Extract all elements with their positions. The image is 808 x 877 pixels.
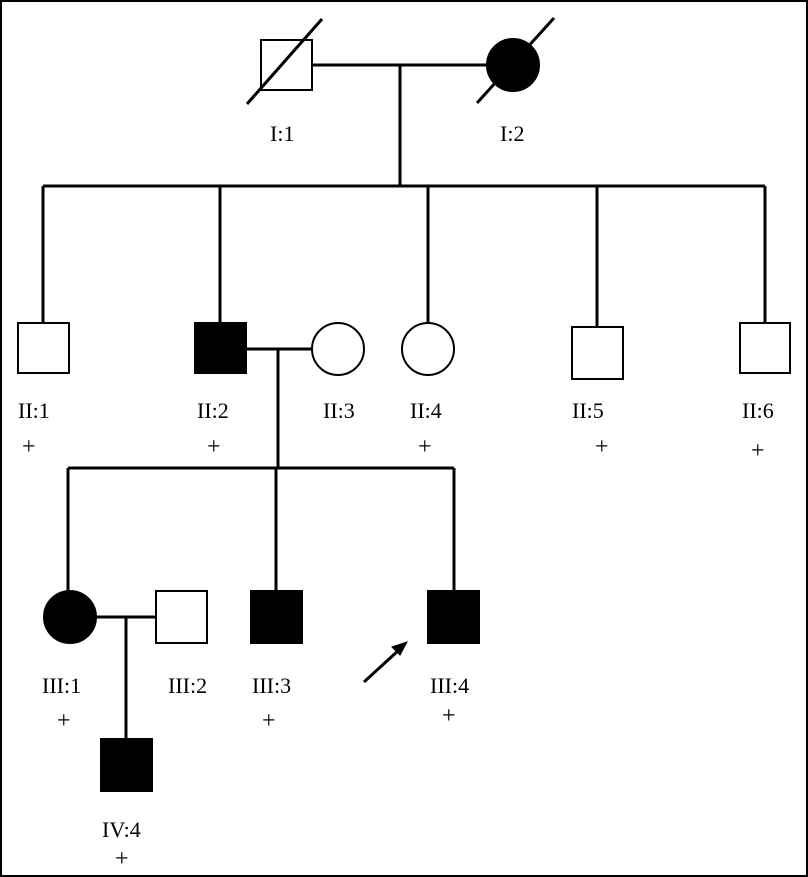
affected-male-symbol bbox=[194, 322, 247, 374]
deceased-slash bbox=[245, 18, 324, 105]
unaffected-male-symbol bbox=[739, 322, 791, 374]
genotype-marker: + bbox=[751, 438, 765, 464]
unaffected-female-symbol bbox=[401, 322, 455, 376]
genotype-marker: + bbox=[207, 434, 221, 460]
genotype-marker: + bbox=[418, 434, 432, 460]
individual-ii2: II:2 + bbox=[194, 322, 247, 460]
individual-label: I:2 bbox=[500, 121, 524, 146]
individual-label: I:1 bbox=[270, 121, 294, 146]
unaffected-male-symbol bbox=[155, 590, 208, 644]
individual-label: IV:4 bbox=[102, 817, 141, 842]
individual-i1: I:1 bbox=[245, 18, 324, 146]
genotype-marker: + bbox=[442, 703, 456, 729]
individual-label: III:3 bbox=[252, 673, 291, 698]
individual-iv4: IV:4 + bbox=[100, 738, 153, 872]
proband-arrow-icon bbox=[362, 641, 409, 684]
individual-label: III:1 bbox=[42, 673, 81, 698]
individual-label: II:2 bbox=[197, 398, 229, 423]
affected-female-symbol bbox=[43, 590, 97, 644]
individual-label: II:6 bbox=[742, 398, 774, 423]
individual-i2: I:2 bbox=[475, 16, 556, 146]
individual-label: II:5 bbox=[572, 398, 604, 423]
affected-male-symbol bbox=[100, 738, 153, 792]
affected-male-symbol bbox=[427, 590, 480, 644]
individual-label: II:1 bbox=[18, 398, 50, 423]
unaffected-male-symbol bbox=[17, 322, 70, 374]
genotype-marker: + bbox=[262, 708, 276, 734]
individual-iii2: III:2 bbox=[155, 590, 208, 698]
genotype-marker: + bbox=[115, 846, 129, 872]
individual-iii1: III:1 + bbox=[42, 590, 97, 734]
genotype-marker: + bbox=[595, 434, 609, 460]
unaffected-male-symbol bbox=[260, 39, 313, 91]
individual-iii3: III:3 + bbox=[250, 590, 303, 734]
individual-ii5: II:5 + bbox=[571, 326, 624, 460]
individual-ii4: II:4 + bbox=[401, 322, 455, 460]
individual-ii6: II:6 + bbox=[739, 322, 791, 464]
individual-label: III:4 bbox=[430, 673, 469, 698]
genotype-marker: + bbox=[22, 434, 36, 460]
affected-male-symbol bbox=[250, 590, 303, 644]
individual-iii4: III:4 + bbox=[427, 590, 480, 729]
unaffected-female-symbol bbox=[311, 322, 365, 376]
individual-ii1: II:1 + bbox=[17, 322, 70, 460]
individual-ii3: II:3 bbox=[311, 322, 365, 423]
genotype-marker: + bbox=[57, 708, 71, 734]
individual-label: III:2 bbox=[168, 673, 207, 698]
deceased-slash bbox=[475, 16, 556, 105]
individual-label: II:3 bbox=[323, 398, 355, 423]
pedigree-lines bbox=[41, 63, 767, 739]
unaffected-male-symbol bbox=[571, 326, 624, 380]
individual-label: II:4 bbox=[410, 398, 442, 423]
